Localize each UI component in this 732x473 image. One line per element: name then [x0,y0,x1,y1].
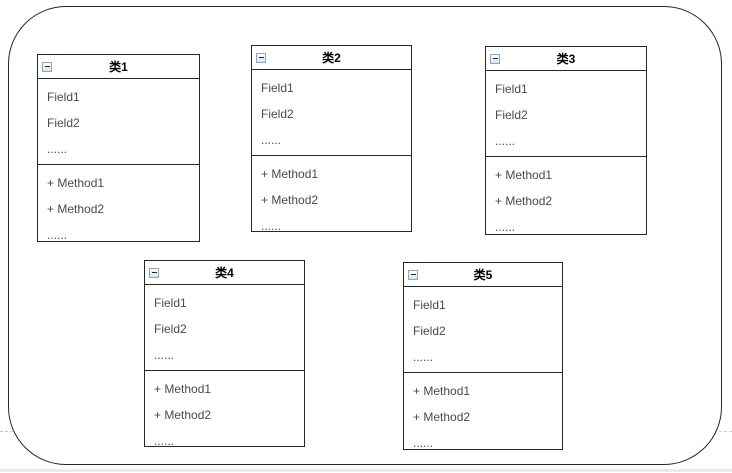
collapse-icon[interactable] [149,267,159,278]
field-item: ...... [261,133,282,147]
collapse-icon[interactable] [256,52,266,63]
method-item: + Method2 [261,193,319,207]
field-item: Field2 [261,107,294,121]
class-title: 类4 [215,266,234,280]
class-title: 类5 [473,268,493,282]
method-item: + Method1 [154,382,212,396]
field-item: ...... [495,134,516,148]
fields-section: Field1 Field2 ...... [486,71,646,157]
class-title: 类1 [109,60,128,74]
class-box-1[interactable]: 类1 Field1 Field2 ...... + Method1 + Meth… [37,54,200,242]
methods-section: + Method1 + Method2 ...... [145,371,304,446]
collapse-icon[interactable] [42,61,52,72]
method-item: ...... [261,219,282,231]
methods-section: + Method1 + Method2 ...... [252,156,411,231]
method-item: + Method2 [495,194,553,208]
method-item: + Method1 [495,168,553,182]
field-item: ...... [154,348,175,362]
fields-section: Field1 Field2 ...... [252,70,411,156]
field-item: Field1 [261,81,294,95]
class-title: 类3 [556,52,576,66]
class-box-4[interactable]: 类4 Field1 Field2 ...... + Method1 + Meth… [144,260,305,447]
methods-section: + Method1 + Method2 ...... [486,157,646,234]
class-header: 类2 [252,46,411,70]
class-title: 类2 [322,51,341,65]
field-item: Field1 [154,296,187,310]
class-header: 类3 [486,47,646,71]
field-item: Field2 [154,322,187,336]
class-box-2[interactable]: 类2 Field1 Field2 ...... + Method1 + Meth… [251,45,412,232]
method-item: + Method1 [47,176,105,190]
methods-section: + Method1 + Method2 ...... [38,165,199,241]
canvas-bottom-edge [0,469,732,472]
collapse-icon[interactable] [408,269,418,280]
field-item: Field1 [413,298,446,312]
field-item: Field1 [47,90,80,104]
collapse-icon[interactable] [490,53,500,64]
field-item: Field2 [495,108,528,122]
class-header: 类1 [38,55,199,79]
class-header: 类5 [404,263,562,287]
field-item: ...... [413,350,434,364]
method-item: + Method2 [154,408,212,422]
field-item: Field2 [47,116,80,130]
class-box-5[interactable]: 类5 Field1 Field2 ...... + Method1 + Meth… [403,262,563,450]
method-item: ...... [413,436,434,449]
method-item: + Method2 [413,410,471,424]
method-item: + Method1 [261,167,319,181]
method-item: + Method1 [413,384,471,398]
class-box-3[interactable]: 类3 Field1 Field2 ...... + Method1 + Meth… [485,46,647,235]
field-item: Field2 [413,324,446,338]
class-header: 类4 [145,261,304,285]
fields-section: Field1 Field2 ...... [404,287,562,373]
method-item: ...... [495,220,516,234]
field-item: Field1 [495,82,528,96]
method-item: ...... [47,228,68,241]
method-item: ...... [154,434,175,446]
methods-section: + Method1 + Method2 ...... [404,373,562,449]
fields-section: Field1 Field2 ...... [145,285,304,371]
field-item: ...... [47,142,68,156]
method-item: + Method2 [47,202,105,216]
fields-section: Field1 Field2 ...... [38,79,199,165]
